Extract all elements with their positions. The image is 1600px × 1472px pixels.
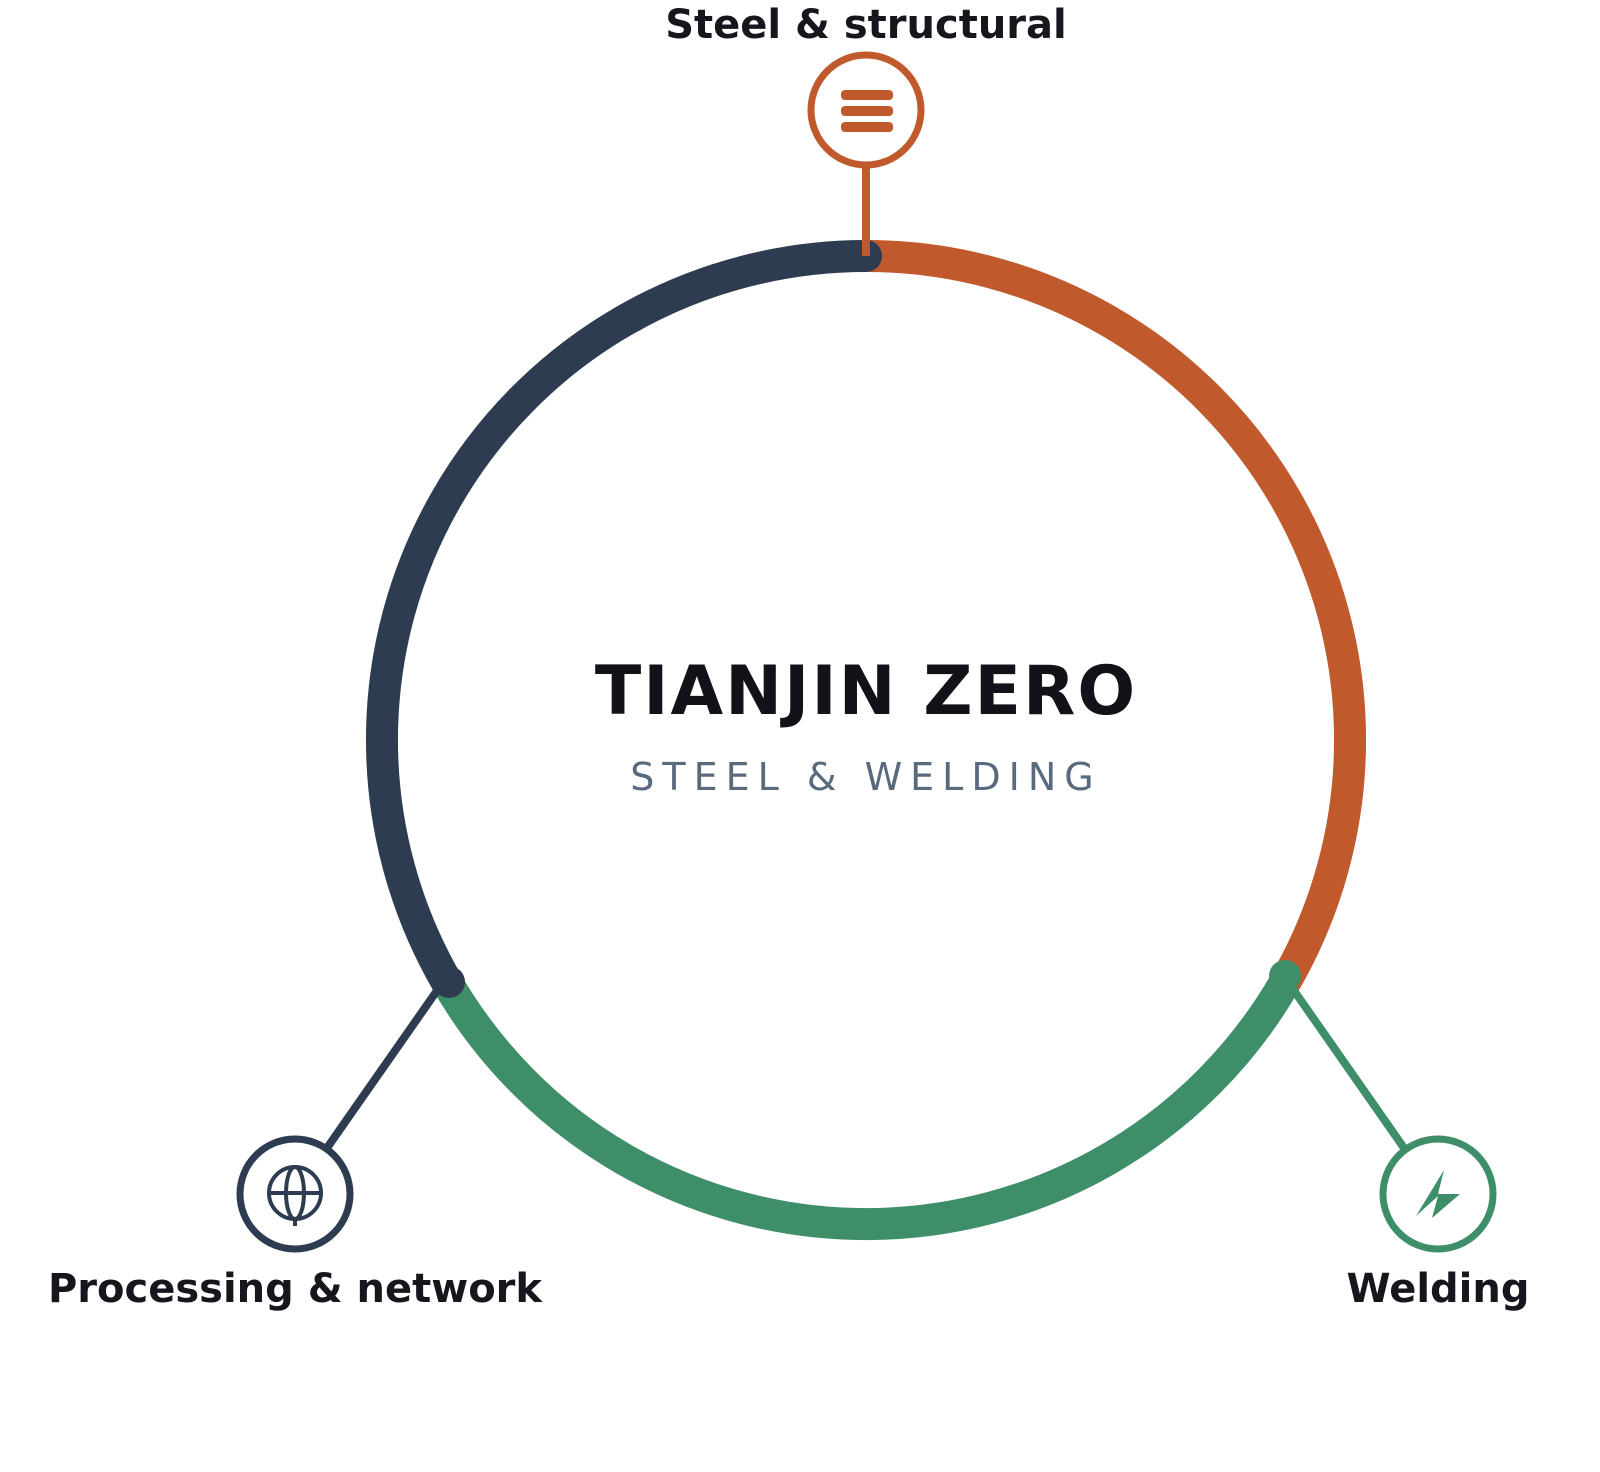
node-processing-network[interactable]: Processing & network <box>48 1135 543 1312</box>
segment-label-processing: Processing & network <box>48 1266 543 1312</box>
arc-welding <box>432 973 1300 1241</box>
arc-processing-network <box>365 240 867 990</box>
segment-label-steel: Steel & structural <box>665 2 1067 48</box>
center-subtitle: STEEL & WELDING <box>630 755 1101 799</box>
lightning-bolt-icon <box>1416 1170 1460 1218</box>
node-welding[interactable]: Welding <box>1347 1135 1530 1312</box>
layers-icon <box>841 90 893 132</box>
arc-steel-structural <box>865 240 1367 990</box>
center-title: TIANJIN ZERO <box>595 652 1137 731</box>
connector-line-processing <box>323 979 447 1151</box>
connector-line-welding <box>1284 979 1408 1151</box>
globe-icon <box>267 1165 323 1226</box>
segment-label-welding: Welding <box>1347 1266 1530 1312</box>
node-steel-structural[interactable]: Steel & structural <box>665 2 1067 169</box>
